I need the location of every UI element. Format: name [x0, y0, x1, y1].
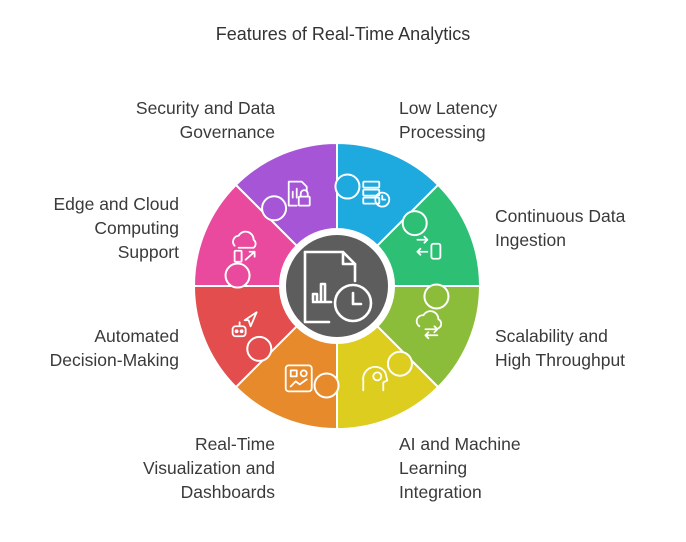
center-hub-inner: [286, 235, 388, 337]
puzzle-knob-fill: [263, 197, 285, 219]
feature-label-visualization: Real-Time Visualization and Dashboards: [143, 434, 275, 502]
feature-label-edge-cloud: Edge and Cloud Computing Support: [53, 194, 179, 262]
feature-label-continuous-ingestion: Continuous Data Ingestion: [495, 206, 626, 250]
server-clock-icon: [362, 180, 391, 208]
cloud-device-icon: [232, 230, 257, 263]
puzzle-knob-fill: [316, 374, 338, 396]
feature-label-low-latency: Low Latency Processing: [399, 98, 498, 142]
feature-label-scalability: Scalability and High Throughput: [495, 326, 626, 370]
puzzle-knob-fill: [248, 338, 270, 360]
report-clock-icon: [303, 250, 373, 324]
puzzle-knob-fill: [425, 285, 447, 307]
cloud-arrows-icon: [415, 310, 443, 340]
robot-arrow-icon: [231, 311, 258, 338]
feature-label-security: Security and Data Governance: [135, 98, 275, 142]
device-sync-icon: [416, 235, 442, 260]
feature-label-automated-decision: Automated Decision-Making: [49, 326, 179, 370]
dashboard-icon: [284, 364, 313, 393]
diagram-title: Features of Real-Time Analytics: [215, 24, 471, 44]
puzzle-knob-fill: [404, 212, 426, 234]
puzzle-knob-fill: [336, 176, 358, 198]
feature-label-ai-ml: AI and Machine Learning Integration: [399, 434, 521, 502]
document-lock-icon: [287, 180, 311, 207]
puzzle-knob-fill: [389, 353, 411, 375]
ai-head-icon: [362, 366, 389, 392]
puzzle-knob-fill: [227, 265, 249, 287]
